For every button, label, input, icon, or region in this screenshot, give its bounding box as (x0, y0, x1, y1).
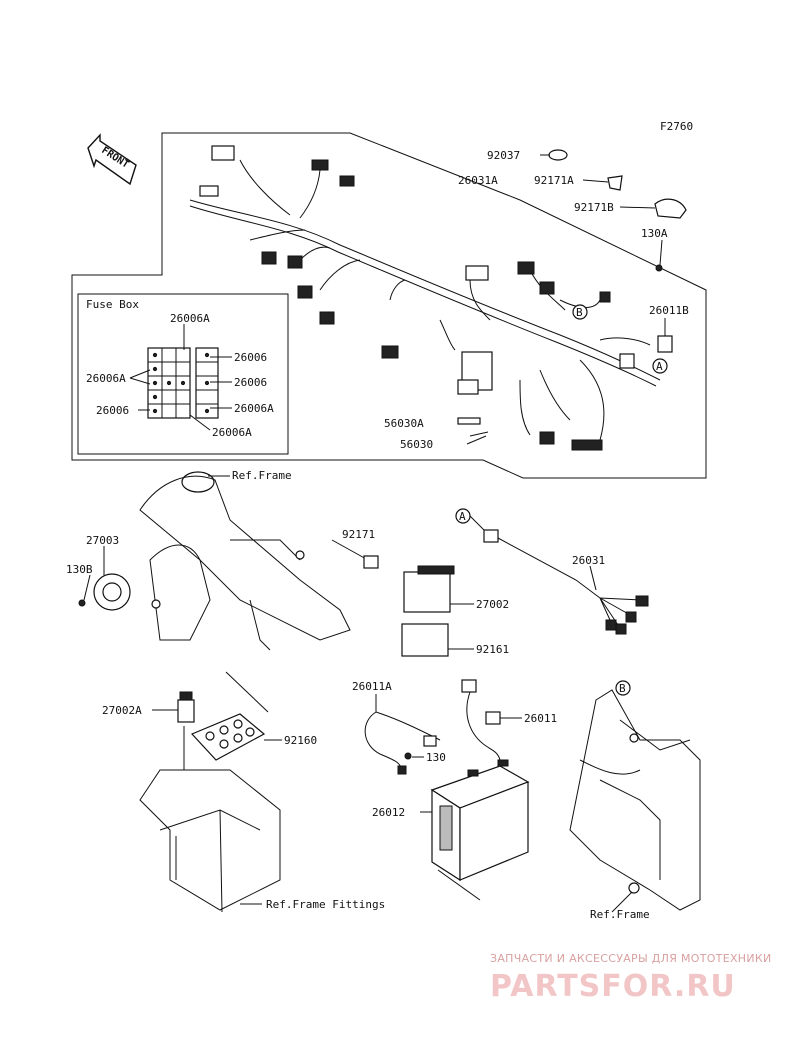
connector-a-marker-2 (455, 508, 471, 524)
fuse-leader-lines (129, 324, 232, 431)
callout-26006-r2: 26006 (234, 376, 267, 389)
callout-130A: 130A (641, 227, 668, 240)
sub-harness-26031 (469, 515, 649, 635)
callout-92171B: 92171B (574, 201, 614, 214)
pad-92161-icon (401, 623, 449, 657)
callout-ref-frame-2: Ref.Frame (590, 908, 650, 921)
callout-26031: 26031 (572, 554, 605, 567)
connector-b-marker-2 (615, 680, 631, 696)
connector-b-label-2: B (619, 682, 626, 695)
watermark-brand: PARTSFOR.RU (490, 969, 736, 1004)
callout-130B: 130B (66, 563, 93, 576)
relay-26011B-icon (657, 335, 673, 353)
fuse-box-outline (77, 293, 289, 455)
callout-56030A: 56030A (384, 417, 424, 430)
horn-27003-icon (78, 573, 131, 611)
callout-26006A-top: 26006A (170, 312, 210, 325)
bolt-130A-icon (655, 264, 663, 272)
connector-b-label: B (576, 306, 583, 319)
unit-27002-icon (403, 565, 455, 613)
clamp-92171-icon (363, 555, 379, 569)
callout-92161: 92161 (476, 643, 509, 656)
fuse-box-title: Fuse Box (86, 298, 139, 311)
callout-26006-r1: 26006 (234, 351, 267, 364)
horn-leaders (83, 539, 369, 601)
cable-26011-icon (461, 679, 501, 761)
clamp-92037-icon (548, 149, 568, 161)
callout-27002: 27002 (476, 598, 509, 611)
callout-56030: 56030 (400, 438, 433, 451)
figure-code: F2760 (660, 120, 693, 133)
battery-case (139, 671, 281, 913)
callout-ref-frame-1: Ref.Frame (232, 469, 292, 482)
cable-26011A-icon (364, 711, 441, 775)
fuse-56030-icon (469, 431, 489, 437)
battery-26012-icon (430, 759, 530, 882)
callout-26006A-r3: 26006A (234, 402, 274, 415)
harness-group-outline (71, 132, 707, 479)
frame-section (139, 471, 351, 651)
relay-27002A-icon (177, 691, 195, 723)
callout-26006-left: 26006 (96, 404, 129, 417)
callout-26031A: 26031A (458, 174, 498, 187)
frame-detail-right (569, 689, 701, 911)
callout-26011A: 26011A (352, 680, 392, 693)
callout-92171A: 92171A (534, 174, 574, 187)
callout-26011: 26011 (524, 712, 557, 725)
cushion-92160-icon (190, 713, 266, 761)
callout-27002A: 27002A (102, 704, 142, 717)
fuse-56030A-icon (457, 417, 481, 425)
callout-130: 130 (426, 751, 446, 764)
front-arrow-icon: FRONT (87, 133, 137, 186)
bolt-130-icon (404, 752, 412, 760)
callout-27003: 27003 (86, 534, 119, 547)
callout-ref-frame-fittings: Ref.Frame Fittings (266, 898, 385, 911)
clamp-92171A-icon (607, 175, 623, 191)
callout-26006A-bottom: 26006A (212, 426, 252, 439)
top-right-leaders (466, 154, 666, 445)
clamp-92171B-icon (654, 198, 687, 219)
callout-92037: 92037 (487, 149, 520, 162)
callout-26011B: 26011B (649, 304, 689, 317)
callout-26006A-left: 26006A (86, 372, 126, 385)
connector-a-label-2: A (459, 510, 466, 523)
main-wiring-harness (189, 145, 661, 451)
connector-b-marker (572, 304, 588, 320)
connector-a-marker (652, 358, 668, 374)
connector-a-label: A (656, 360, 663, 373)
callout-26012: 26012 (372, 806, 405, 819)
watermark-tagline: ЗАПЧАСТИ И АКСЕССУАРЫ ДЛЯ МОТОТЕХНИКИ (490, 952, 772, 965)
fuse-grid (147, 347, 219, 419)
callout-92160: 92160 (284, 734, 317, 747)
callout-92171: 92171 (342, 528, 375, 541)
